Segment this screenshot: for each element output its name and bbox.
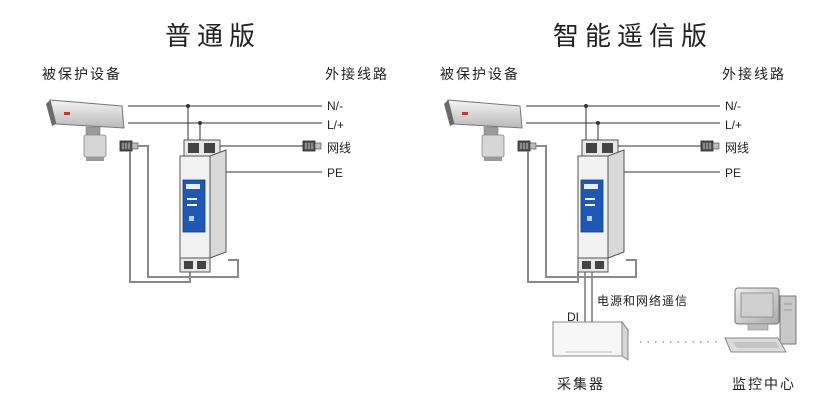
right-wires	[526, 105, 720, 322]
right-spd-module	[577, 139, 625, 273]
left-line-pe-label: PE	[327, 166, 344, 180]
right-line-pe-label: PE	[725, 166, 742, 180]
left-spd-module	[179, 139, 227, 273]
right-rj45-equipment	[517, 140, 537, 152]
right-external-label: 外接线路	[722, 67, 786, 83]
left-line-n-label: N/-	[327, 99, 343, 113]
left-protected-label: 被保护设备	[42, 67, 122, 83]
left-rj45-line	[302, 140, 322, 152]
right-line-n-label: N/-	[725, 99, 741, 113]
right-network-cable	[527, 145, 637, 283]
left-network-cable	[129, 145, 239, 283]
right-line-l-label: L/+	[725, 118, 743, 132]
collector-device	[552, 320, 629, 361]
left-rj45-equipment	[119, 140, 139, 152]
left-external-label: 外接线路	[325, 67, 389, 83]
collector-label: 采集器	[557, 377, 605, 393]
signal-label: 电源和网络遥信	[597, 294, 689, 308]
left-camera-device	[45, 99, 125, 162]
right-title: 智能遥信版	[553, 22, 714, 52]
right-line-net-label: 网线	[725, 141, 750, 155]
monitor-center-computer	[724, 287, 797, 353]
left-title: 普通版	[165, 22, 262, 52]
right-camera-device	[443, 99, 523, 162]
right-rj45-line	[700, 140, 720, 152]
monitor-center-label: 监控中心	[732, 377, 796, 393]
right-protected-label: 被保护设备	[440, 67, 520, 83]
di-label: DI	[567, 310, 579, 324]
left-line-l-label: L/+	[327, 118, 345, 132]
left-line-net-label: 网线	[327, 141, 352, 155]
